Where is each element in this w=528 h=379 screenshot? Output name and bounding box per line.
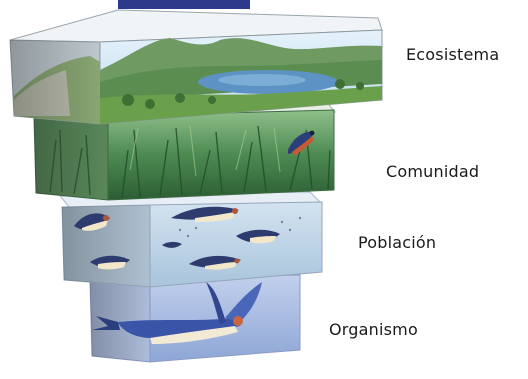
block-poblacion	[60, 192, 322, 287]
label-comunidad: Comunidad	[386, 162, 479, 181]
label-poblacion: Población	[358, 233, 436, 252]
top-strip	[118, 0, 250, 9]
label-organismo: Organismo	[329, 320, 418, 339]
label-ecosistema: Ecosistema	[406, 45, 499, 64]
